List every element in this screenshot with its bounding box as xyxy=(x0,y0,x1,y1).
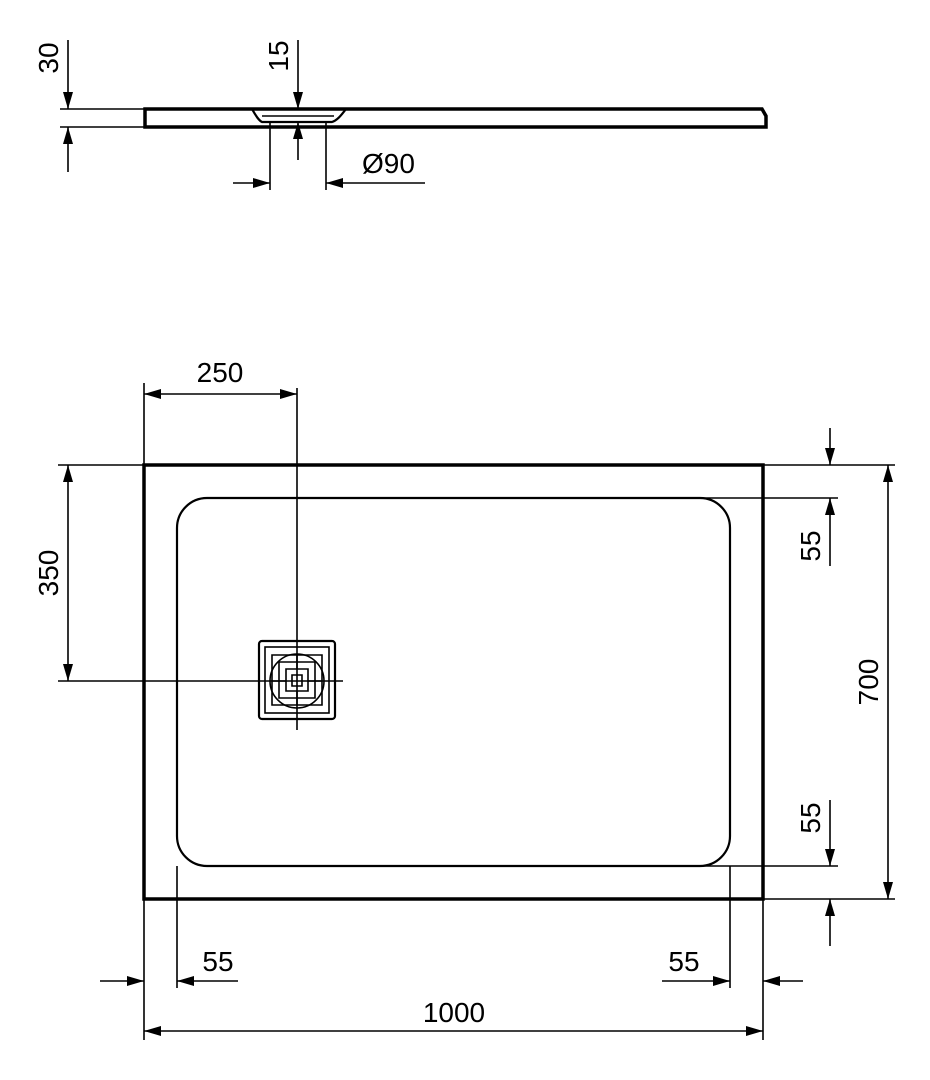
border-left-label: 55 xyxy=(202,946,233,977)
tray-profile xyxy=(143,107,768,129)
depth-label: 700 xyxy=(853,659,884,706)
width-label: 1000 xyxy=(423,997,485,1028)
border-right-label: 55 xyxy=(668,946,699,977)
waste-offset-x-dimension: 250 xyxy=(143,357,297,465)
width-dimension: 1000 xyxy=(144,997,763,1036)
border-top-label: 55 xyxy=(795,530,826,561)
border-top-dimension: 55 xyxy=(645,428,895,566)
side-view: 30 15 Ø90 xyxy=(33,40,768,190)
waste-offset-x-label: 250 xyxy=(197,357,244,388)
waste-offset-y-dimension: 350 xyxy=(33,464,144,681)
border-left-dimension: 55 xyxy=(100,866,238,1040)
tray-outline xyxy=(142,463,765,901)
tray-basin xyxy=(175,496,732,868)
depth-dimension: 700 xyxy=(853,465,893,899)
height-label: 30 xyxy=(33,42,64,73)
border-bottom-dimension: 55 xyxy=(690,800,895,946)
border-bottom-label: 55 xyxy=(795,802,826,833)
waste-recess xyxy=(251,108,347,124)
waste-diameter-dimension: Ø90 xyxy=(233,122,425,190)
height-dimension: 30 xyxy=(33,40,145,172)
border-right-dimension: 55 xyxy=(662,866,803,1040)
waste-diameter-label: Ø90 xyxy=(362,148,415,179)
waste-offset-y-label: 350 xyxy=(33,550,64,597)
waste-depth-label: 15 xyxy=(263,40,294,71)
plan-view: 250 350 55 55 xyxy=(33,357,895,1040)
waste-depth-dimension: 15 xyxy=(263,40,303,160)
